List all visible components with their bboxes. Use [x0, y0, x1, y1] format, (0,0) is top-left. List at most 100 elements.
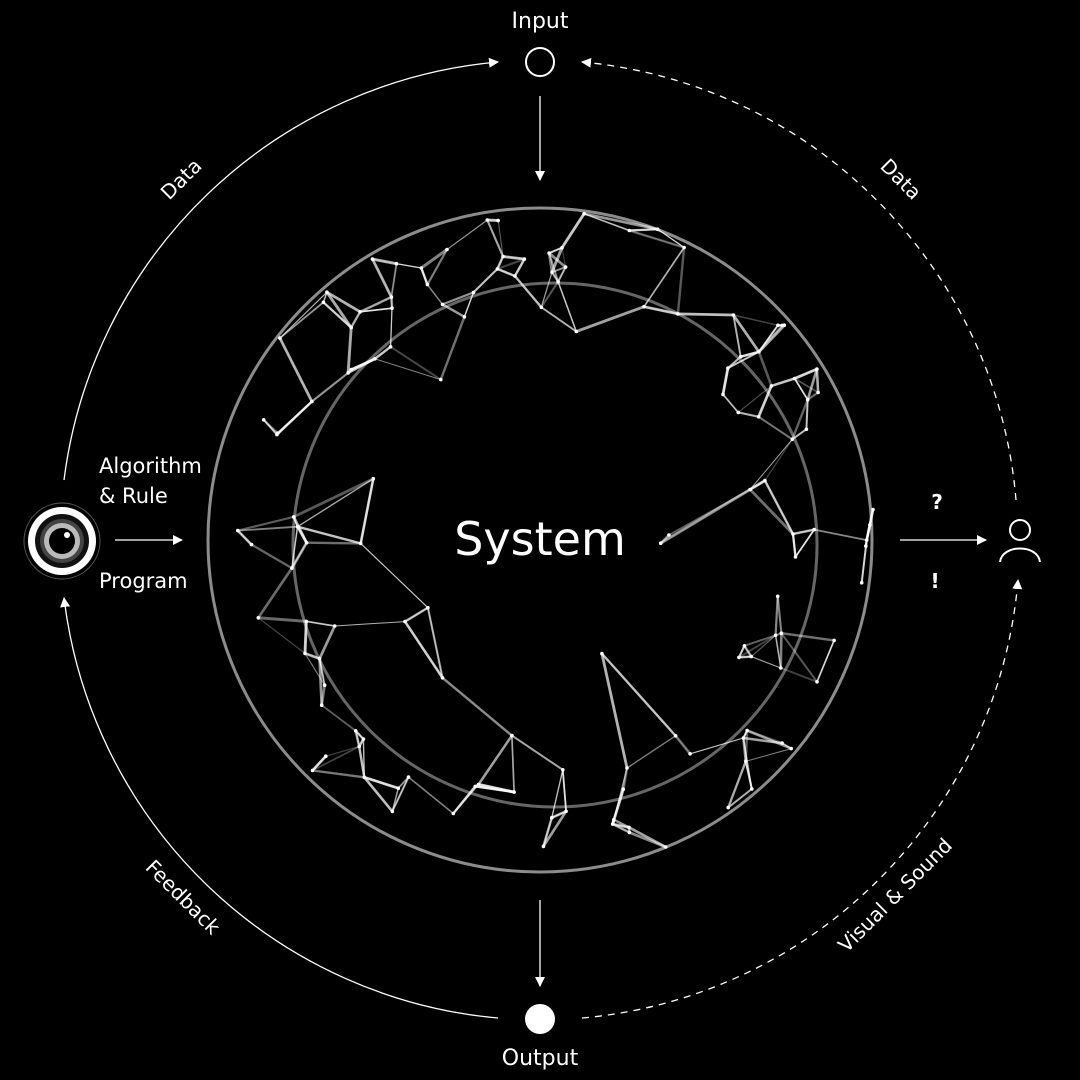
network-edge: [749, 488, 795, 535]
network-edge: [738, 645, 746, 658]
network-edge: [291, 542, 308, 569]
network-edge: [792, 528, 815, 535]
network-edge: [374, 345, 392, 360]
network-edge: [371, 258, 393, 298]
network-edge: [780, 667, 818, 683]
network-edge: [794, 529, 815, 558]
data-right-label: Data: [876, 154, 927, 205]
network-edge: [397, 776, 409, 789]
network-node: [278, 336, 282, 340]
network-node: [812, 527, 816, 532]
network-node: [757, 350, 761, 354]
arc-data-left: [63, 57, 499, 481]
network-node: [390, 809, 395, 814]
network-edge: [312, 769, 365, 779]
network-edge: [390, 308, 393, 347]
network-node: [291, 515, 296, 519]
network-edge: [363, 776, 399, 790]
network-edge: [311, 755, 327, 772]
network-edge: [452, 783, 480, 815]
network-edge: [542, 817, 553, 847]
network-node: [600, 651, 604, 656]
network-edge: [806, 368, 819, 401]
network-edge: [497, 267, 516, 277]
network-edge: [781, 632, 835, 642]
network-node: [663, 845, 668, 849]
network-edge: [391, 788, 400, 812]
network-edge: [629, 229, 685, 249]
network-edge: [540, 281, 559, 308]
network-node: [440, 302, 445, 307]
network-edge: [426, 248, 448, 286]
network-edge: [420, 267, 429, 286]
network-edge: [551, 271, 559, 282]
network-edge: [374, 358, 441, 381]
network-node: [485, 218, 490, 222]
network-edge: [744, 730, 749, 762]
network-edge: [514, 275, 543, 309]
network-node: [261, 418, 266, 422]
network-edge: [815, 369, 820, 393]
question-mark: ?: [931, 490, 943, 514]
network-edge: [737, 385, 772, 413]
network-edge: [250, 543, 293, 570]
network-node: [249, 542, 254, 547]
network-edge: [374, 345, 392, 360]
network-edge: [575, 305, 645, 333]
network-edge: [557, 281, 578, 332]
network-edge: [236, 529, 253, 546]
network-edge: [727, 760, 747, 809]
network-edge: [868, 509, 875, 526]
network-edge: [764, 438, 793, 481]
network-edge: [560, 212, 586, 249]
network-node: [362, 775, 367, 780]
network-edge: [346, 327, 353, 373]
output-circle-icon: [525, 1004, 555, 1034]
network-edge: [733, 314, 779, 327]
network-edge: [334, 621, 406, 627]
network-edge: [657, 228, 685, 248]
network-edge: [257, 567, 294, 619]
network-edge: [742, 737, 747, 762]
network-node: [319, 703, 324, 707]
network-edge: [390, 263, 398, 298]
network-edge: [722, 394, 739, 413]
network-edge: [757, 385, 773, 418]
network-edge: [774, 635, 782, 669]
network-edge: [263, 419, 278, 435]
network-edge: [487, 218, 499, 223]
network-edge: [613, 767, 628, 820]
network-node: [256, 616, 261, 620]
network-edge: [860, 539, 868, 583]
network-edge: [279, 291, 328, 339]
network-edge: [325, 745, 360, 757]
network-edge: [477, 734, 513, 786]
network-edge: [390, 345, 442, 381]
algorithm-label: Algorithm: [99, 454, 202, 478]
network-edge: [561, 247, 567, 268]
visual-sound-label: Visual & Sound: [833, 833, 957, 957]
network-node: [275, 431, 280, 436]
network-edge: [452, 785, 477, 815]
network-edge: [278, 337, 314, 403]
network-node: [349, 367, 354, 372]
network-edge: [297, 478, 374, 528]
network-edge: [751, 656, 782, 669]
network-edge: [390, 297, 393, 309]
network-edge: [496, 256, 505, 270]
network-node: [440, 676, 445, 680]
rule-label: & Rule: [99, 484, 168, 508]
network-edge: [745, 748, 792, 762]
network-edge: [277, 400, 313, 434]
network-edge: [626, 735, 676, 769]
network-node: [462, 315, 467, 319]
network-node: [332, 624, 337, 628]
network-node: [655, 227, 660, 231]
network-edge: [764, 480, 794, 535]
program-label: Program: [99, 569, 188, 593]
network-edge: [732, 314, 761, 353]
network-edge: [749, 438, 793, 490]
network-node: [815, 680, 819, 684]
network-node: [792, 376, 797, 381]
